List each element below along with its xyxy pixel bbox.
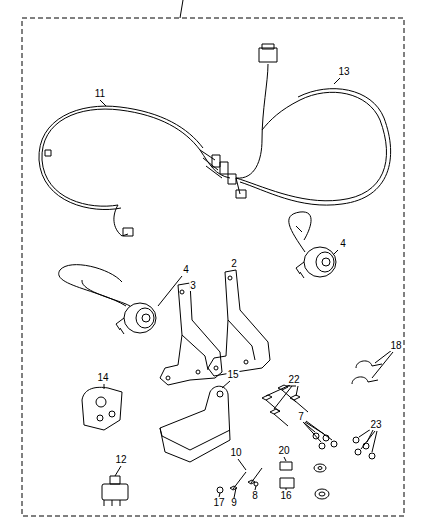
callout-number: 9	[230, 498, 238, 508]
cable-clip	[352, 350, 393, 384]
grommet-set	[353, 429, 377, 459]
callout-number: 20	[277, 446, 290, 456]
callout-number: 12	[114, 455, 127, 465]
cover-plate	[160, 381, 230, 462]
wiring-harness	[39, 100, 236, 236]
callout-number: 7	[297, 412, 305, 422]
callout-number: 2	[230, 259, 238, 269]
callout-number: 22	[287, 375, 300, 385]
lamp-bracket	[160, 283, 222, 385]
callout-number: 3	[189, 281, 197, 291]
toggle-switch	[102, 466, 128, 506]
wiring-harness	[236, 44, 391, 205]
lamp-bracket	[208, 270, 270, 376]
switch-bracket	[82, 384, 122, 430]
screw-set	[262, 385, 308, 426]
callout-number: 16	[279, 491, 292, 501]
nut-set	[303, 421, 337, 449]
callout-number: 10	[229, 448, 242, 458]
callout-number: 4	[339, 239, 347, 249]
callout-number: 17	[212, 498, 225, 508]
kit-boundary	[22, 18, 404, 516]
callout-number: 23	[369, 420, 382, 430]
callout-number: 11	[94, 89, 106, 99]
callout-number: 18	[389, 341, 402, 351]
callout-number: 4	[182, 265, 190, 275]
auxiliary-lamp	[59, 265, 182, 334]
callout-number: 14	[96, 373, 109, 383]
auxiliary-lamp	[289, 212, 338, 278]
fixing-set	[217, 457, 329, 499]
callout-number: 13	[337, 67, 350, 77]
callout-number: 15	[226, 370, 239, 380]
kit-leader	[180, 0, 183, 18]
callout-number: 8	[251, 491, 259, 501]
